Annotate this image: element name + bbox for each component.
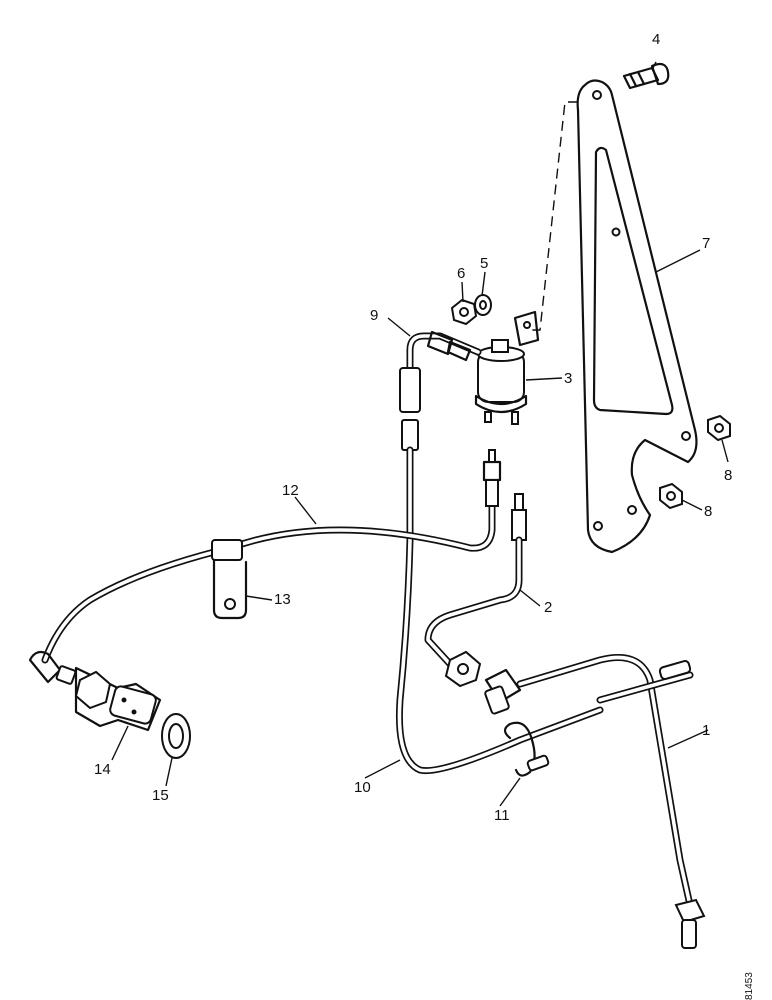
callout-6: 6	[457, 265, 465, 282]
pipe-9	[399, 330, 482, 413]
clip-icon	[503, 721, 550, 777]
callout-1: 1	[702, 722, 710, 739]
clip-13	[211, 539, 248, 620]
callout-8-second: 8	[704, 503, 712, 520]
nut-icon	[450, 298, 478, 326]
injector-icon	[28, 650, 162, 732]
bracket-plate-7	[576, 79, 698, 554]
pipe-1	[484, 654, 706, 949]
callout-4: 4	[652, 31, 660, 48]
leader-lines	[111, 61, 729, 807]
washer-icon	[161, 713, 191, 759]
callout-13: 13	[274, 591, 291, 608]
washer-icon	[474, 294, 492, 316]
bolt-icon	[622, 62, 670, 90]
pipe-2	[424, 493, 527, 688]
mounting-guide-line	[528, 101, 578, 331]
pressure-switch-icon	[474, 310, 540, 425]
callout-8: 8	[724, 467, 732, 484]
callout-9: 9	[370, 307, 378, 324]
callout-12: 12	[282, 482, 299, 499]
callout-7: 7	[702, 235, 710, 252]
nut-icon	[659, 482, 683, 510]
reference-code: 81453	[744, 972, 755, 1000]
callout-10: 10	[354, 779, 371, 796]
callout-11: 11	[494, 807, 510, 824]
nut-icon	[707, 414, 731, 442]
callout-15: 15	[152, 787, 169, 804]
pipe-10	[395, 419, 604, 775]
callout-3: 3	[564, 370, 572, 387]
callout-14: 14	[94, 761, 111, 778]
callout-5: 5	[480, 255, 488, 272]
callout-2: 2	[544, 599, 552, 616]
